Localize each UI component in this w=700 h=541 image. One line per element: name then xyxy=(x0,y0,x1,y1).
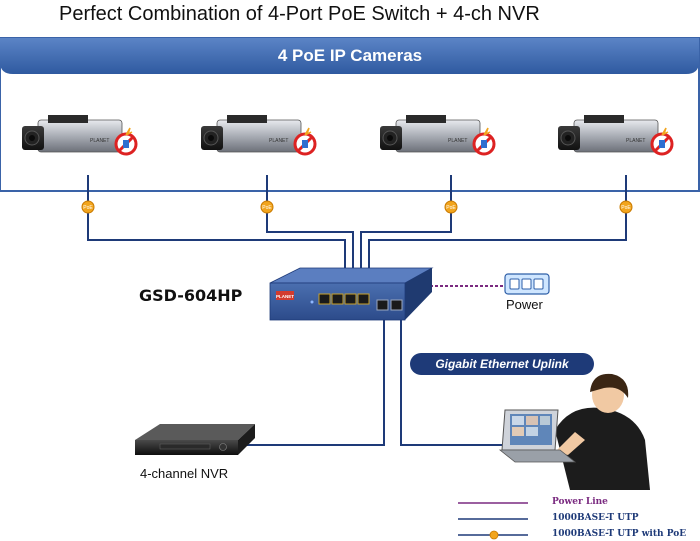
poe-port-4 xyxy=(357,293,370,305)
uplink-label: Gigabit Ethernet Uplink xyxy=(410,353,594,375)
ip-camera-2: PLANET xyxy=(201,115,317,156)
no-power-plug-icon xyxy=(472,127,496,156)
poe-switch: PLANET xyxy=(269,267,434,321)
poe-badge-label: PoE xyxy=(446,205,456,211)
ip-camera-3: PLANET xyxy=(380,115,496,156)
poe-port-3 xyxy=(344,293,357,305)
uplink-ports xyxy=(376,299,403,311)
nvr-device xyxy=(135,424,255,455)
no-power-plug-icon xyxy=(114,127,138,156)
switch-model-label: GSD-604HP xyxy=(139,286,243,305)
cameras-banner xyxy=(0,38,699,74)
poe-badge-3: PoE xyxy=(444,200,458,214)
uplink-cable xyxy=(400,320,540,446)
poe-ports xyxy=(318,293,370,305)
ip-camera-4: PLANET xyxy=(558,115,674,156)
legend xyxy=(458,502,528,540)
no-power-plug-icon xyxy=(293,127,317,156)
poe-badge-4: PoE xyxy=(619,200,633,214)
cameras-banner-label: 4 PoE IP Cameras xyxy=(277,46,423,65)
page-title: Perfect Combination of 4-Port PoE Switch… xyxy=(59,3,540,25)
poe-port-2 xyxy=(331,293,344,305)
power-adapter-icon xyxy=(504,273,550,295)
switch-logo xyxy=(276,291,294,300)
camera-brand: PLANET xyxy=(448,138,467,144)
nvr-cable xyxy=(238,320,385,446)
legend-power-line-label: Power Line xyxy=(552,497,608,507)
poe-badges: PoE PoE PoE PoE xyxy=(81,200,633,214)
led-icon xyxy=(310,300,314,304)
nvr-label: 4-channel NVR xyxy=(140,466,229,481)
power-label: Power xyxy=(506,297,543,312)
uplink-port-1 xyxy=(376,299,389,311)
legend-utp-poe-label: 1000BASE-T UTP with PoE xyxy=(552,529,687,539)
camera-brand: PLANET xyxy=(269,138,288,144)
legend-utp-label: 1000BASE-T UTP xyxy=(552,513,639,523)
camera-brand: PLANET xyxy=(90,138,109,144)
poe-badge-label: PoE xyxy=(83,205,93,211)
uplink-port-2 xyxy=(390,299,403,311)
poe-badge-label: PoE xyxy=(262,205,272,211)
no-power-plug-icon xyxy=(650,127,674,156)
poe-badge-2: PoE xyxy=(260,200,274,214)
switch-logo-text: PLANET xyxy=(276,294,294,299)
user-with-laptop xyxy=(498,373,650,490)
camera-brand: PLANET xyxy=(626,138,645,144)
legend-poe-badge-icon xyxy=(489,530,499,540)
poe-port-1 xyxy=(318,293,331,305)
poe-badge-1: PoE xyxy=(81,200,95,214)
poe-badge-label: PoE xyxy=(621,205,631,211)
ip-camera-1: PLANET xyxy=(22,115,138,156)
